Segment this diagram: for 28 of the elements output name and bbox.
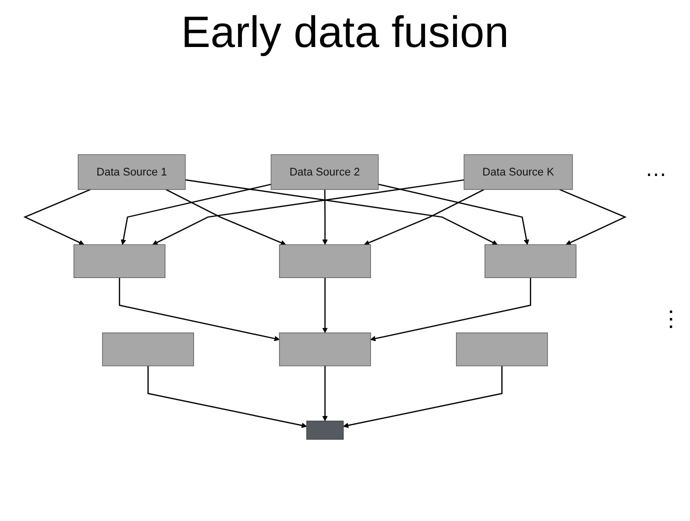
node-bar [456, 332, 548, 366]
title: Early data fusion [180, 7, 510, 59]
arrow [322, 366, 328, 422]
arrow [322, 190, 328, 245]
node-bar [74, 244, 166, 278]
arrow [322, 278, 328, 334]
arrow [343, 366, 503, 428]
node-box: Data Source 2 [270, 154, 379, 190]
node-box: Data Source 1 [78, 154, 186, 190]
arrow [147, 366, 307, 428]
arrow [185, 179, 498, 245]
arrow [120, 184, 272, 245]
arrow [152, 179, 464, 245]
node-bar [279, 332, 371, 366]
arrow [23, 188, 91, 246]
arrow [364, 188, 484, 246]
arrow [118, 278, 280, 342]
vertical-ellipsis: ⋮ [660, 306, 682, 332]
node-bar [102, 332, 194, 366]
arrow [378, 184, 530, 245]
node-bar [484, 244, 576, 278]
node-box: Data Source K [464, 154, 573, 190]
arrow [166, 188, 286, 246]
arrow [370, 278, 532, 342]
node-bar [279, 244, 371, 278]
arrow [559, 188, 627, 246]
ellipsis: … [645, 156, 667, 182]
node-box [306, 420, 344, 440]
